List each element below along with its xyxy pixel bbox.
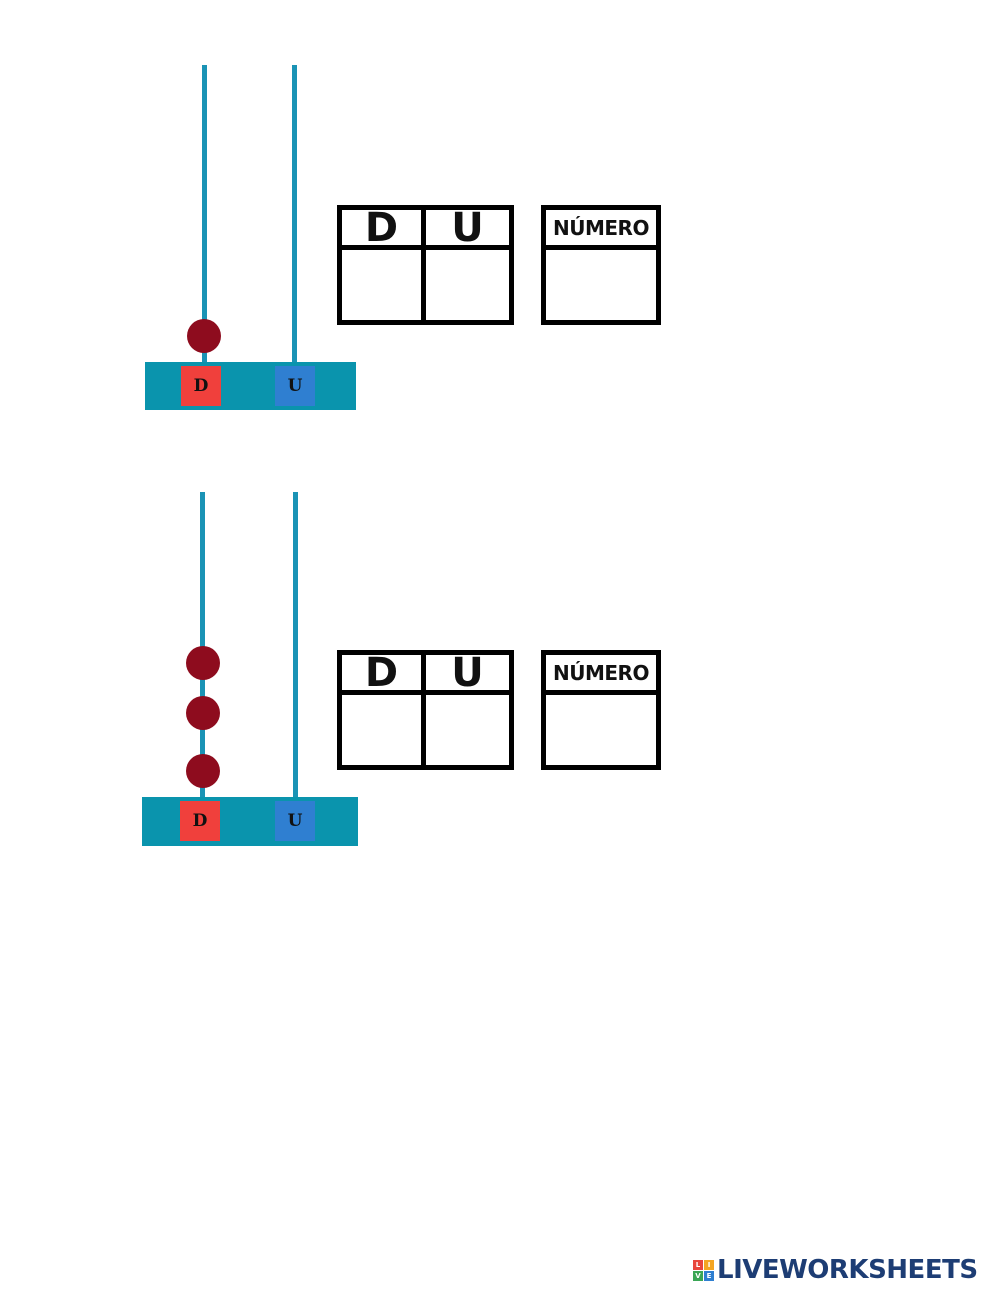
tens-header: D: [342, 208, 426, 250]
abacus-base: [145, 362, 356, 410]
units-answer-field[interactable]: [426, 695, 509, 765]
units-rod: [292, 65, 297, 365]
units-answer-field[interactable]: [426, 250, 509, 320]
units-rod: [293, 492, 298, 802]
number-header: NÚMERO: [546, 210, 656, 250]
tens-label: D: [180, 801, 220, 841]
logo-mark-letter: L: [693, 1259, 703, 1270]
tens-answer-field[interactable]: [342, 695, 426, 765]
bead: [186, 696, 220, 730]
logo-mark-icon: L I V E: [693, 1259, 714, 1281]
number-header: NÚMERO: [546, 655, 656, 695]
number-table: NÚMERO: [541, 650, 661, 770]
number-answer-field[interactable]: [546, 250, 656, 320]
units-label: U: [275, 366, 315, 406]
logo-mark-letter: E: [704, 1270, 714, 1281]
units-header: U: [426, 653, 509, 695]
place-value-table: D U: [337, 650, 514, 770]
logo-text: LIVEWORKSHEETS: [717, 1255, 978, 1285]
tens-rod: [202, 65, 207, 365]
tens-answer-field[interactable]: [342, 250, 426, 320]
units-header: U: [426, 208, 509, 250]
units-label: U: [275, 801, 315, 841]
number-answer-field[interactable]: [546, 695, 656, 765]
place-value-table: D U: [337, 205, 514, 325]
bead: [187, 319, 221, 353]
bead: [186, 754, 220, 788]
abacus-base: [142, 797, 358, 846]
logo-mark-letter: V: [693, 1270, 703, 1281]
liveworksheets-logo[interactable]: L I V E LIVEWORKSHEETS: [693, 1255, 978, 1285]
logo-mark-letter: I: [704, 1259, 714, 1270]
number-table: NÚMERO: [541, 205, 661, 325]
bead: [186, 646, 220, 680]
tens-header: D: [342, 653, 426, 695]
tens-label: D: [181, 366, 221, 406]
